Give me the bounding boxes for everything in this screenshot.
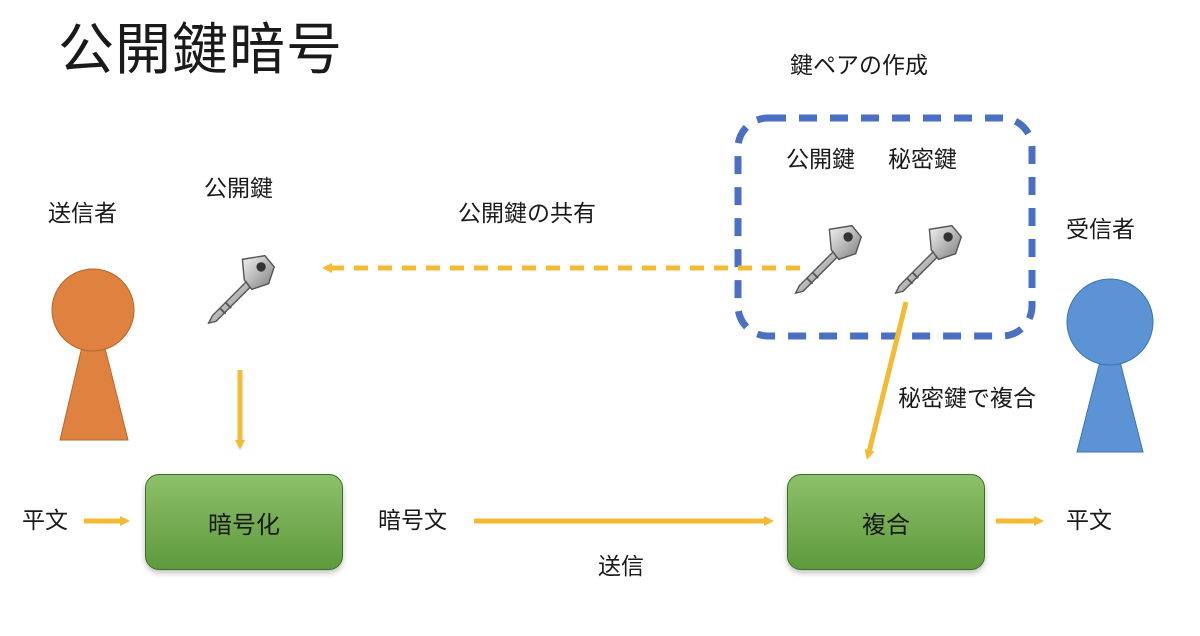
decrypt-box-label: 複合 (862, 510, 910, 539)
key-pair-creation-label: 鍵ペアの作成 (790, 53, 928, 79)
receiver-figure (1066, 278, 1154, 453)
sender-public-key-label: 公開鍵 (204, 176, 273, 202)
encrypt-box: 暗号化 (145, 474, 343, 570)
sender-label: 送信者 (48, 201, 117, 227)
send-label: 送信 (598, 554, 644, 580)
page-title: 公開鍵暗号 (58, 18, 343, 83)
encrypt-box-label: 暗号化 (208, 510, 280, 539)
sender-figure (51, 268, 135, 441)
pair-public-key-label: 公開鍵 (786, 147, 855, 173)
plaintext-in-label: 平文 (22, 508, 68, 534)
key-icon (207, 254, 276, 325)
ciphertext-label: 暗号文 (378, 508, 447, 534)
decrypt-with-private-label: 秘密鍵で複合 (898, 386, 1036, 412)
receiver-label: 受信者 (1066, 217, 1135, 243)
pair-private-key-label: 秘密鍵 (888, 147, 957, 173)
private-key-to-decrypt-arrow (864, 301, 909, 460)
public-key-share-label: 公開鍵の共有 (458, 201, 596, 227)
plaintext-out-label: 平文 (1066, 508, 1112, 534)
key-icon (894, 224, 963, 295)
key-pair-group-border (734, 114, 1036, 340)
key-icon (794, 224, 863, 295)
decrypt-box: 複合 (787, 474, 985, 570)
